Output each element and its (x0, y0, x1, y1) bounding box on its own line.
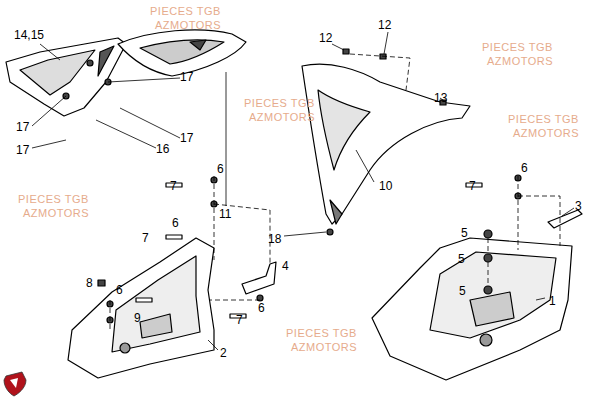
callout-number: 5 (461, 226, 468, 240)
watermark: PIECES TGB (286, 326, 357, 340)
callout-number: 5 (458, 252, 465, 266)
side-cover (6, 38, 126, 116)
callout-number: 18 (268, 232, 281, 246)
callout-number: 1 (549, 294, 556, 308)
watermark: AZMOTORS (513, 126, 579, 140)
callout-number: 6 (217, 162, 224, 176)
watermark: AZMOTORS (23, 206, 89, 220)
callout-number: 17 (180, 131, 193, 145)
watermark: AZMOTORS (249, 110, 315, 124)
callout-number: 7 (469, 179, 476, 193)
bracket (242, 262, 276, 294)
callout-number: 8 (86, 276, 93, 290)
watermark: AZMOTORS (291, 340, 357, 354)
brand-logo (4, 372, 26, 396)
callout-number: 12 (319, 31, 332, 45)
callout-number: 6 (172, 216, 179, 230)
watermark: PIECES TGB (18, 192, 89, 206)
callout-number: 17 (180, 70, 193, 84)
callout-number: 16 (156, 142, 169, 156)
watermark: PIECES TGB (508, 112, 579, 126)
callout-number: 6 (116, 283, 123, 297)
watermark: PIECES TGB (244, 96, 315, 110)
watermark: AZMOTORS (155, 18, 221, 32)
callout-number: 14,15 (14, 28, 44, 42)
callout-number: 2 (220, 346, 227, 360)
watermark: PIECES TGB (150, 4, 221, 18)
callout-number: 11 (219, 207, 231, 221)
callout-number: 12 (378, 18, 391, 32)
left-footrest (68, 238, 214, 378)
front-cover (302, 64, 470, 224)
callout-number: 6 (521, 161, 528, 175)
callout-number: 5 (459, 284, 466, 298)
top-cover (118, 30, 246, 76)
callout-number: 7 (236, 313, 243, 327)
watermark: AZMOTORS (487, 54, 553, 68)
callout-number: 13 (434, 91, 447, 105)
callout-number: 17 (16, 120, 29, 134)
callout-number: 3 (575, 199, 582, 213)
callout-number: 7 (170, 179, 177, 193)
callout-number: 10 (379, 179, 392, 193)
callout-number: 17 (16, 143, 29, 157)
callout-number: 9 (134, 311, 141, 325)
right-footrest (372, 238, 572, 380)
callout-number: 6 (258, 301, 265, 315)
watermark: PIECES TGB (482, 40, 553, 54)
callout-number: 7 (142, 231, 149, 245)
callout-number: 4 (282, 259, 289, 273)
